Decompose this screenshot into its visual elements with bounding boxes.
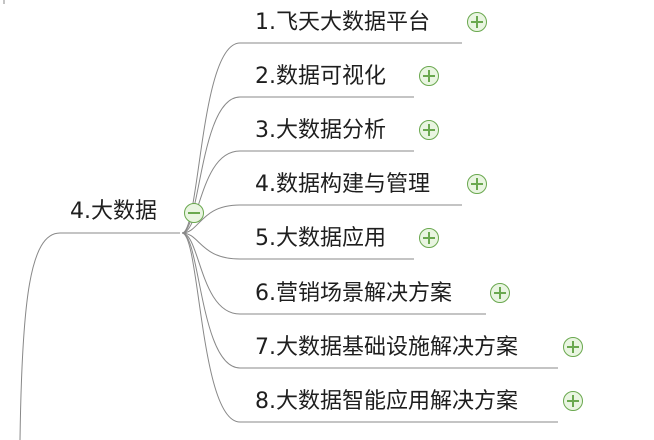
expand-plus-icon[interactable] <box>563 391 583 411</box>
child-node-label[interactable]: 4.数据构建与管理 <box>255 172 430 197</box>
child-node-label[interactable]: 3.大数据分析 <box>255 118 386 143</box>
child-node-label[interactable]: 6.营销场景解决方案 <box>255 281 452 306</box>
child-node-label[interactable]: 7.大数据基础设施解决方案 <box>255 335 518 360</box>
expand-plus-icon[interactable] <box>419 228 439 248</box>
trunk-line <box>19 232 180 440</box>
branch-connector <box>181 232 558 423</box>
child-node-label[interactable]: 8.大数据智能应用解决方案 <box>255 389 518 414</box>
branch-connector <box>181 232 414 260</box>
child-node-label[interactable]: 5.大数据应用 <box>255 226 386 251</box>
branch-connector <box>181 150 414 234</box>
branch-connector <box>181 96 414 234</box>
branch-connector <box>181 204 462 234</box>
child-node-label[interactable]: 1.飞天大数据平台 <box>255 10 430 35</box>
branch-connector <box>181 232 558 369</box>
child-node-label[interactable]: 2.数据可视化 <box>255 64 386 89</box>
expand-plus-icon[interactable] <box>467 12 487 32</box>
collapse-minus-icon[interactable] <box>184 203 204 223</box>
branch-connector <box>181 232 486 315</box>
expand-plus-icon[interactable] <box>490 283 510 303</box>
expand-plus-icon[interactable] <box>419 66 439 86</box>
parent-node-label[interactable]: 4.大数据 <box>70 199 157 224</box>
expand-plus-icon[interactable] <box>563 337 583 357</box>
expand-plus-icon[interactable] <box>419 120 439 140</box>
branch-connector <box>181 42 462 234</box>
expand-plus-icon[interactable] <box>467 174 487 194</box>
